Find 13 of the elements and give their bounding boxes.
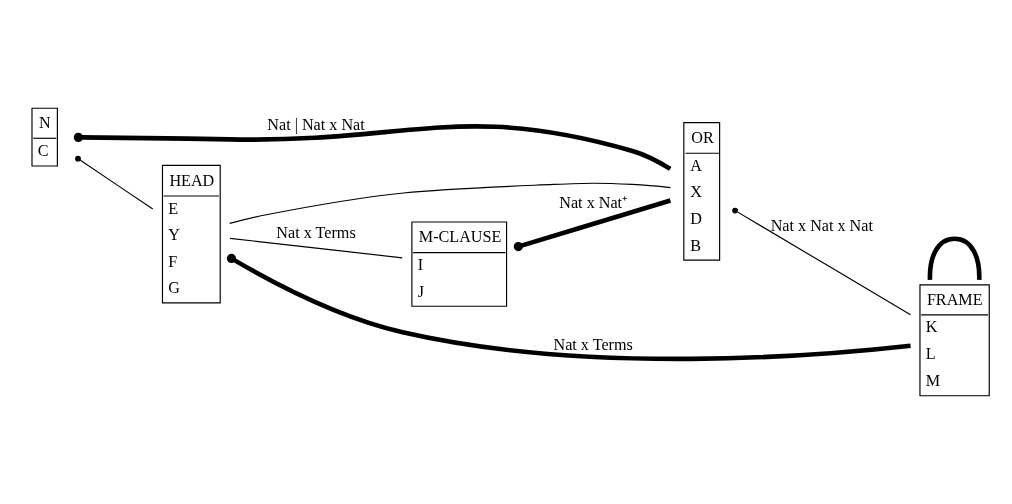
connector — [226, 253, 911, 362]
connector — [229, 237, 403, 259]
connector — [732, 207, 912, 316]
edge-label: Nat x Nat⁺ — [559, 193, 628, 211]
connector — [229, 182, 671, 224]
connector — [73, 124, 672, 171]
edge-label: Nat x Nat x Nat — [770, 216, 873, 234]
edge-label: Nat x Terms — [553, 335, 633, 353]
edge-label: Nat x Terms — [276, 223, 356, 241]
edge-label: Nat | Nat x Nat — [267, 116, 365, 134]
connector — [927, 236, 982, 280]
connector — [513, 198, 672, 252]
connector — [75, 155, 154, 210]
